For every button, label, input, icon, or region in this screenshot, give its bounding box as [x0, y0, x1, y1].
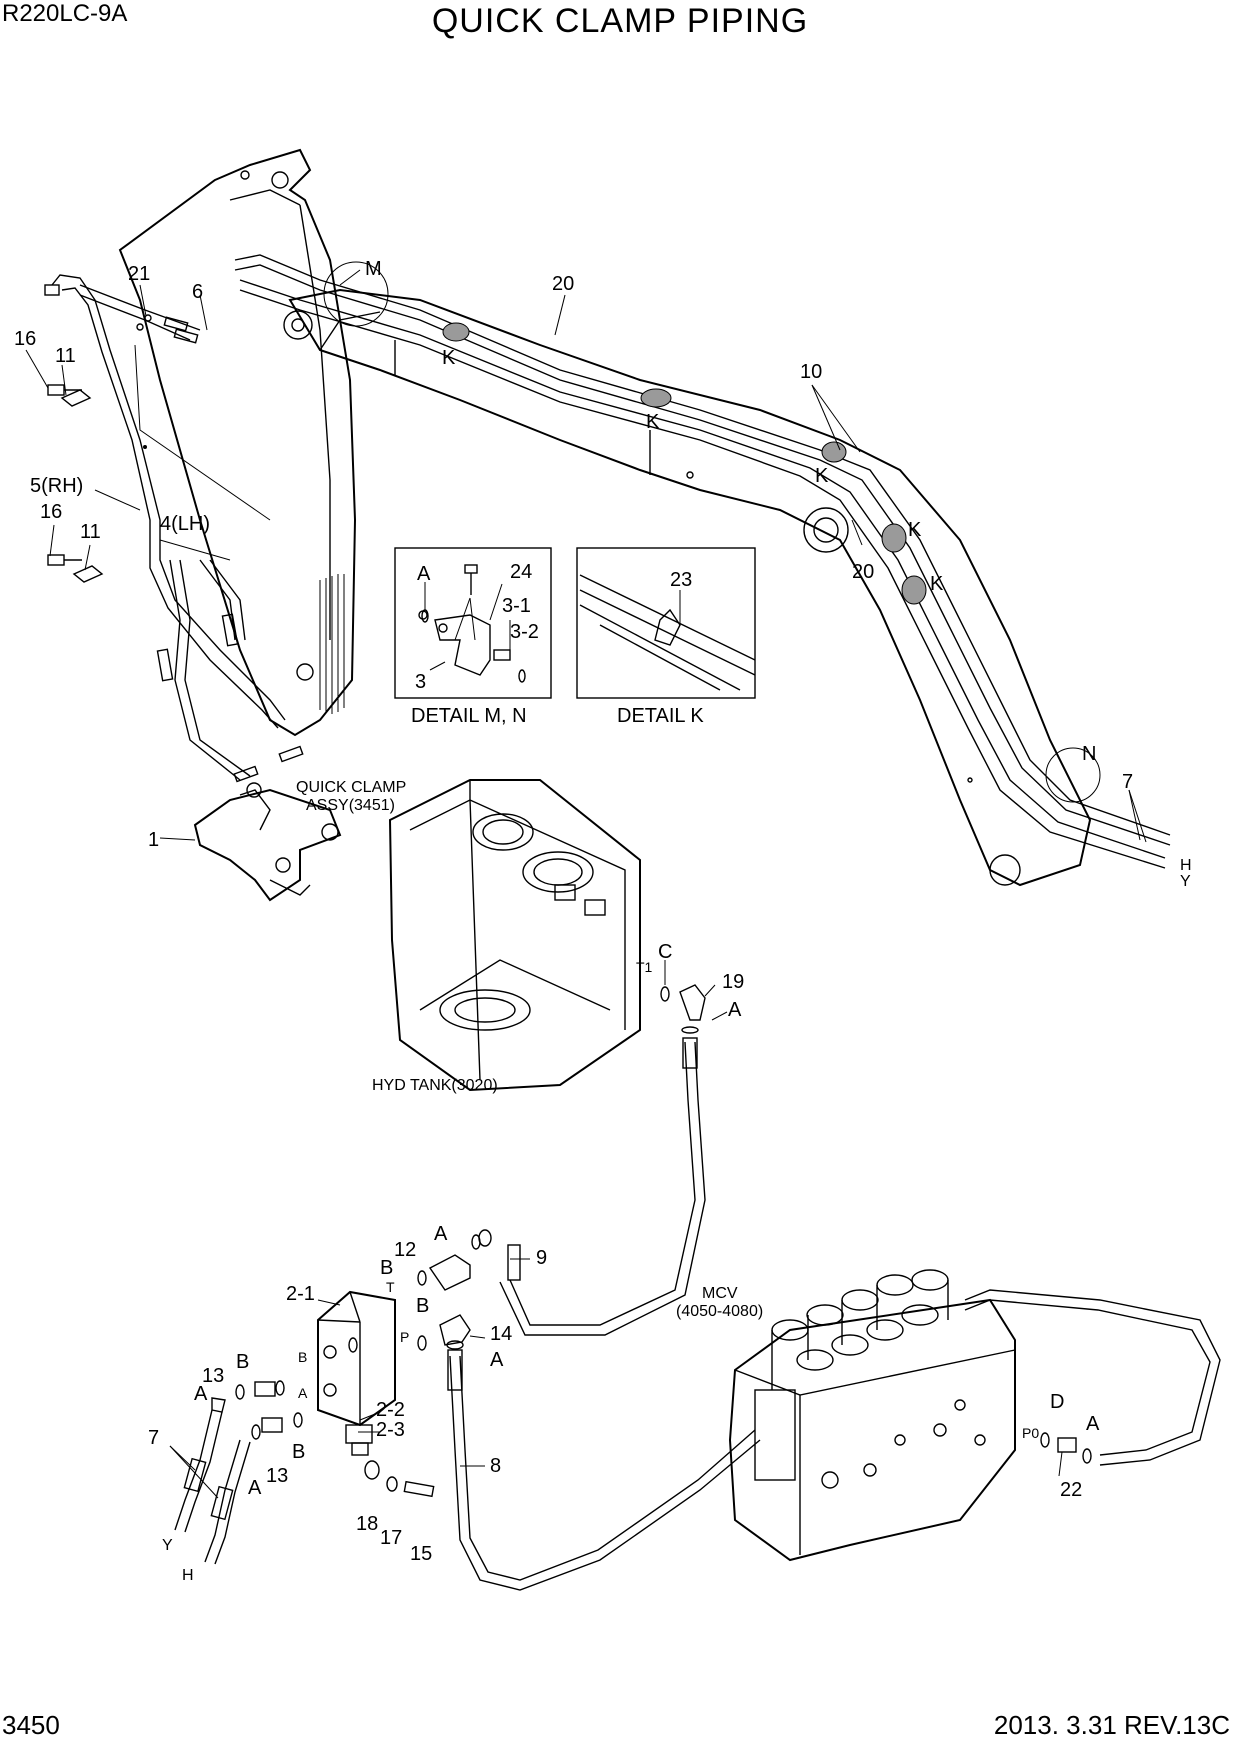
callout-10: 10: [800, 361, 822, 383]
attachment-hoses: [44, 274, 304, 783]
callout-11: 11: [55, 345, 76, 367]
callout-14: 14: [490, 1323, 512, 1345]
callout-7b: 7: [148, 1427, 159, 1449]
detail-n-circle: [1045, 747, 1101, 803]
callout-h-bottom: H: [182, 1567, 194, 1584]
callout-19: 19: [722, 971, 744, 993]
detail-m-circle: [323, 261, 389, 327]
callout-13: 13: [202, 1365, 224, 1387]
page-number: 3450: [2, 1710, 60, 1740]
callout-2-1: 2-1: [286, 1283, 315, 1305]
callout-24: 24: [510, 561, 532, 583]
callout-d: D: [1050, 1391, 1064, 1413]
callout-16: 16: [14, 328, 36, 350]
callout-b-13b: B: [292, 1441, 305, 1463]
mcv-label-2: (4050-4080): [676, 1303, 763, 1320]
leader-lines: [25, 269, 1147, 1499]
callout-8: 8: [490, 1455, 501, 1477]
detail-k-box: [576, 547, 756, 699]
callout-6: 6: [192, 281, 203, 303]
callout-y-top: Y: [1180, 873, 1191, 890]
callout-18: 18: [356, 1513, 378, 1535]
callout-a-12: A: [434, 1223, 448, 1245]
callout-y-bottom: Y: [162, 1537, 173, 1554]
callout-n: N: [1082, 743, 1096, 765]
port-p: P: [400, 1329, 409, 1345]
callout-k3: K: [815, 465, 829, 487]
callout-3-2: 3-2: [510, 621, 539, 643]
callout-21: 21: [128, 263, 150, 285]
callout-20: 20: [552, 273, 574, 295]
callout-15: 15: [410, 1543, 432, 1565]
callout-3: 3: [415, 671, 426, 693]
mcv-label-1: MCV: [702, 1285, 738, 1302]
callout-2-3: 2-3: [376, 1419, 405, 1441]
callout-20b: 20: [852, 561, 874, 583]
callout-k1: K: [442, 347, 456, 369]
callout-a-14: A: [490, 1349, 504, 1371]
callout-3-1: 3-1: [502, 595, 531, 617]
callout-h-top: H: [1180, 857, 1192, 874]
valve-block: [174, 1229, 492, 1565]
detail-k-label: DETAIL K: [617, 705, 704, 727]
callout-a-19: A: [728, 999, 742, 1021]
callout-11b: 11: [80, 521, 101, 543]
page-title: QUICK CLAMP PIPING: [431, 2, 809, 40]
callout-b-12: B: [380, 1257, 393, 1279]
callout-b-14: B: [416, 1295, 429, 1317]
port-p0: P0: [1022, 1425, 1039, 1441]
detail-mn-box: [394, 547, 552, 699]
quick-clamp-label-1: QUICK CLAMP: [296, 779, 406, 796]
callout-a-detail: A: [417, 563, 431, 585]
port-b: B: [298, 1349, 307, 1365]
callout-1: 1: [148, 829, 159, 851]
port-t1: T1: [636, 959, 653, 975]
callout-7: 7: [1122, 771, 1133, 793]
callout-5rh: 5(RH): [30, 475, 83, 497]
callout-k4: K: [908, 519, 922, 541]
hyd-tank: [388, 779, 641, 1092]
callout-17: 17: [380, 1527, 402, 1549]
port-a: A: [298, 1385, 308, 1401]
revision-date: 2013. 3.31 REV.13C: [993, 1710, 1230, 1740]
quick-clamp-label-2: ASSY(3451): [306, 797, 395, 814]
callout-a-22: A: [1086, 1413, 1100, 1435]
model-code: R220LC-9A: [2, 0, 128, 27]
mcv-spools: [771, 1269, 949, 1390]
callout-labels: 21 6 16 11 5(RH) 4(LH) 16 11 M 20 K K 10…: [14, 258, 1192, 1584]
quick-clamp-assy: [193, 782, 342, 902]
callout-2-2: 2-2: [376, 1399, 405, 1421]
boom-ribs: [319, 574, 345, 714]
callout-c: C: [658, 941, 672, 963]
detail-mn-label: DETAIL M, N: [411, 705, 527, 727]
callout-13b: 13: [266, 1465, 288, 1487]
callout-16b: 16: [40, 501, 62, 523]
callout-k5: K: [930, 573, 944, 595]
callout-k2: K: [646, 411, 660, 433]
callout-4lh: 4(LH): [160, 513, 210, 535]
callout-a-13b: A: [248, 1477, 262, 1499]
callout-b-13: B: [236, 1351, 249, 1373]
callout-23: 23: [670, 569, 692, 591]
callout-a-13: A: [194, 1383, 208, 1405]
mcv-valve: [728, 1269, 1221, 1562]
hose-9: [499, 984, 706, 1336]
detail-k-marks: [442, 322, 927, 605]
callout-12: 12: [394, 1239, 416, 1261]
boom-drawing: [118, 148, 1092, 887]
callout-9: 9: [536, 1247, 547, 1269]
hyd-tank-label: HYD TANK(3020): [372, 1077, 498, 1094]
callout-m: M: [365, 258, 382, 280]
boom-pipes: [234, 254, 1171, 869]
hose-8: [446, 1340, 761, 1591]
port-t: T: [386, 1279, 395, 1295]
callout-22: 22: [1060, 1479, 1082, 1501]
